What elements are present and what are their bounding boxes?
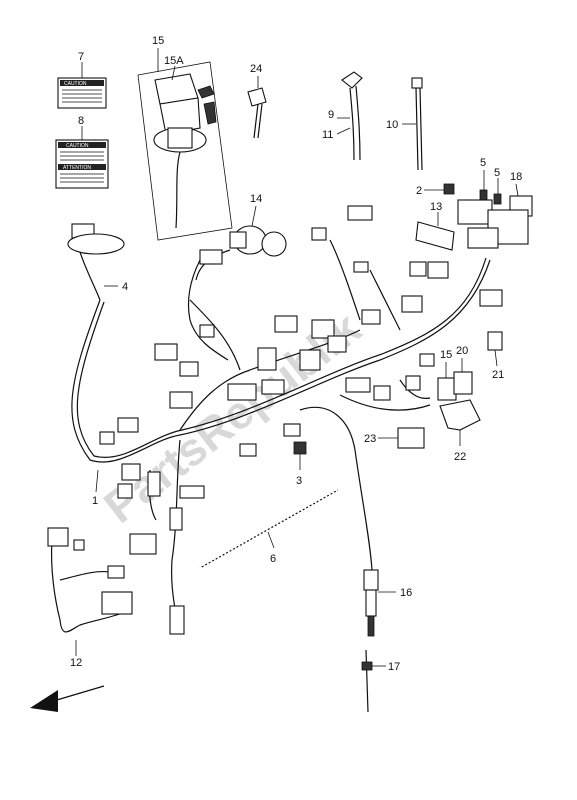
relay-part-20 bbox=[453, 371, 473, 395]
bracket-part-13 bbox=[415, 221, 455, 251]
callout-3: 3 bbox=[296, 475, 302, 487]
callout-15b: 15 bbox=[440, 349, 452, 361]
callout-23: 23 bbox=[364, 433, 376, 445]
oxygen-sensor-part bbox=[363, 569, 379, 637]
main-wiring-harness bbox=[71, 239, 491, 631]
callout-21: 21 bbox=[492, 369, 504, 381]
callout-5a: 5 bbox=[480, 157, 486, 169]
main-switch-part bbox=[229, 225, 287, 257]
corrugated-tube-part bbox=[198, 486, 340, 572]
callout-20: 20 bbox=[456, 345, 468, 357]
callout-7: 7 bbox=[78, 51, 84, 63]
callout-15a: 15A bbox=[164, 55, 184, 67]
fuse-part bbox=[479, 189, 488, 201]
caution-label-text-2: CAUTION bbox=[66, 143, 89, 149]
caution-label-part: CAUTION bbox=[57, 77, 107, 109]
relay-part-15 bbox=[437, 377, 457, 401]
module-part-23 bbox=[397, 427, 425, 449]
callout-14: 14 bbox=[250, 193, 262, 205]
sub-harness-part bbox=[47, 527, 133, 633]
front-direction-arrow-icon bbox=[30, 685, 105, 712]
key-part bbox=[247, 87, 267, 139]
connector-part-3 bbox=[293, 441, 307, 455]
harness-connectors bbox=[67, 205, 503, 635]
callout-11: 11 bbox=[322, 129, 333, 141]
callout-6: 6 bbox=[270, 553, 276, 565]
callout-18: 18 bbox=[510, 171, 522, 183]
callout-15: 15 bbox=[152, 35, 164, 47]
callout-22: 22 bbox=[454, 451, 466, 463]
callout-8: 8 bbox=[78, 115, 84, 127]
callout-16: 16 bbox=[400, 587, 412, 599]
callout-5b: 5 bbox=[494, 167, 500, 179]
callout-9: 9 bbox=[328, 109, 334, 121]
fuse-box-part bbox=[457, 199, 529, 249]
callout-10: 10 bbox=[386, 119, 398, 131]
connector-part-2 bbox=[443, 183, 455, 195]
clip-part bbox=[361, 649, 373, 713]
connector-part-21 bbox=[487, 331, 503, 351]
caution-label-text: CAUTION bbox=[64, 81, 87, 87]
callout-24: 24 bbox=[250, 63, 262, 75]
callout-1: 1 bbox=[92, 495, 98, 507]
fuse-part-2 bbox=[493, 193, 502, 205]
bracket-part-22 bbox=[439, 399, 481, 431]
cable-tie-part bbox=[411, 77, 423, 171]
callout-12: 12 bbox=[70, 657, 82, 669]
ignition-switch-assembly bbox=[137, 61, 233, 241]
caution-attention-label-part: CAUTION ATTENTION bbox=[55, 139, 109, 189]
callout-17: 17 bbox=[388, 661, 400, 673]
attention-label-text: ATTENTION bbox=[63, 165, 91, 171]
callout-13: 13 bbox=[430, 201, 442, 213]
cable-tie-clamp-part bbox=[341, 71, 363, 161]
callout-2: 2 bbox=[416, 185, 422, 197]
callout-4: 4 bbox=[122, 281, 128, 293]
